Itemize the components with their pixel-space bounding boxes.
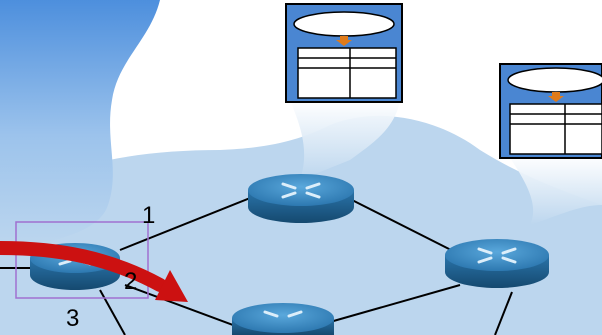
router-arrows-icon — [281, 182, 321, 199]
table-arrow-icon — [336, 36, 352, 46]
link-bottom-right — [329, 284, 461, 323]
top-table-callout-tail — [290, 100, 400, 180]
table-arrow-icon — [548, 92, 564, 102]
link-right-down — [494, 291, 513, 335]
router-arrows-icon — [263, 310, 303, 318]
port-label-1: 1 — [142, 202, 156, 229]
router-top — [248, 174, 354, 223]
link-top-right — [351, 199, 456, 253]
left-callout — [0, 0, 160, 246]
port-label-3: 3 — [66, 305, 80, 332]
port-label-2: 2 — [124, 268, 138, 295]
table-header-field — [293, 11, 395, 37]
forwarding-arrow — [0, 241, 188, 302]
forwarding-table-right — [499, 63, 602, 159]
table-body — [297, 47, 397, 99]
router-bottom — [232, 303, 334, 335]
router-highlight-box — [15, 221, 149, 299]
table-body — [509, 103, 602, 155]
link-left-top — [119, 195, 256, 251]
right-table-callout-tail — [508, 155, 602, 225]
forwarding-table-top — [285, 3, 403, 103]
router-arrows-icon — [477, 247, 517, 264]
router-right — [445, 239, 549, 288]
table-header-field — [507, 67, 602, 93]
